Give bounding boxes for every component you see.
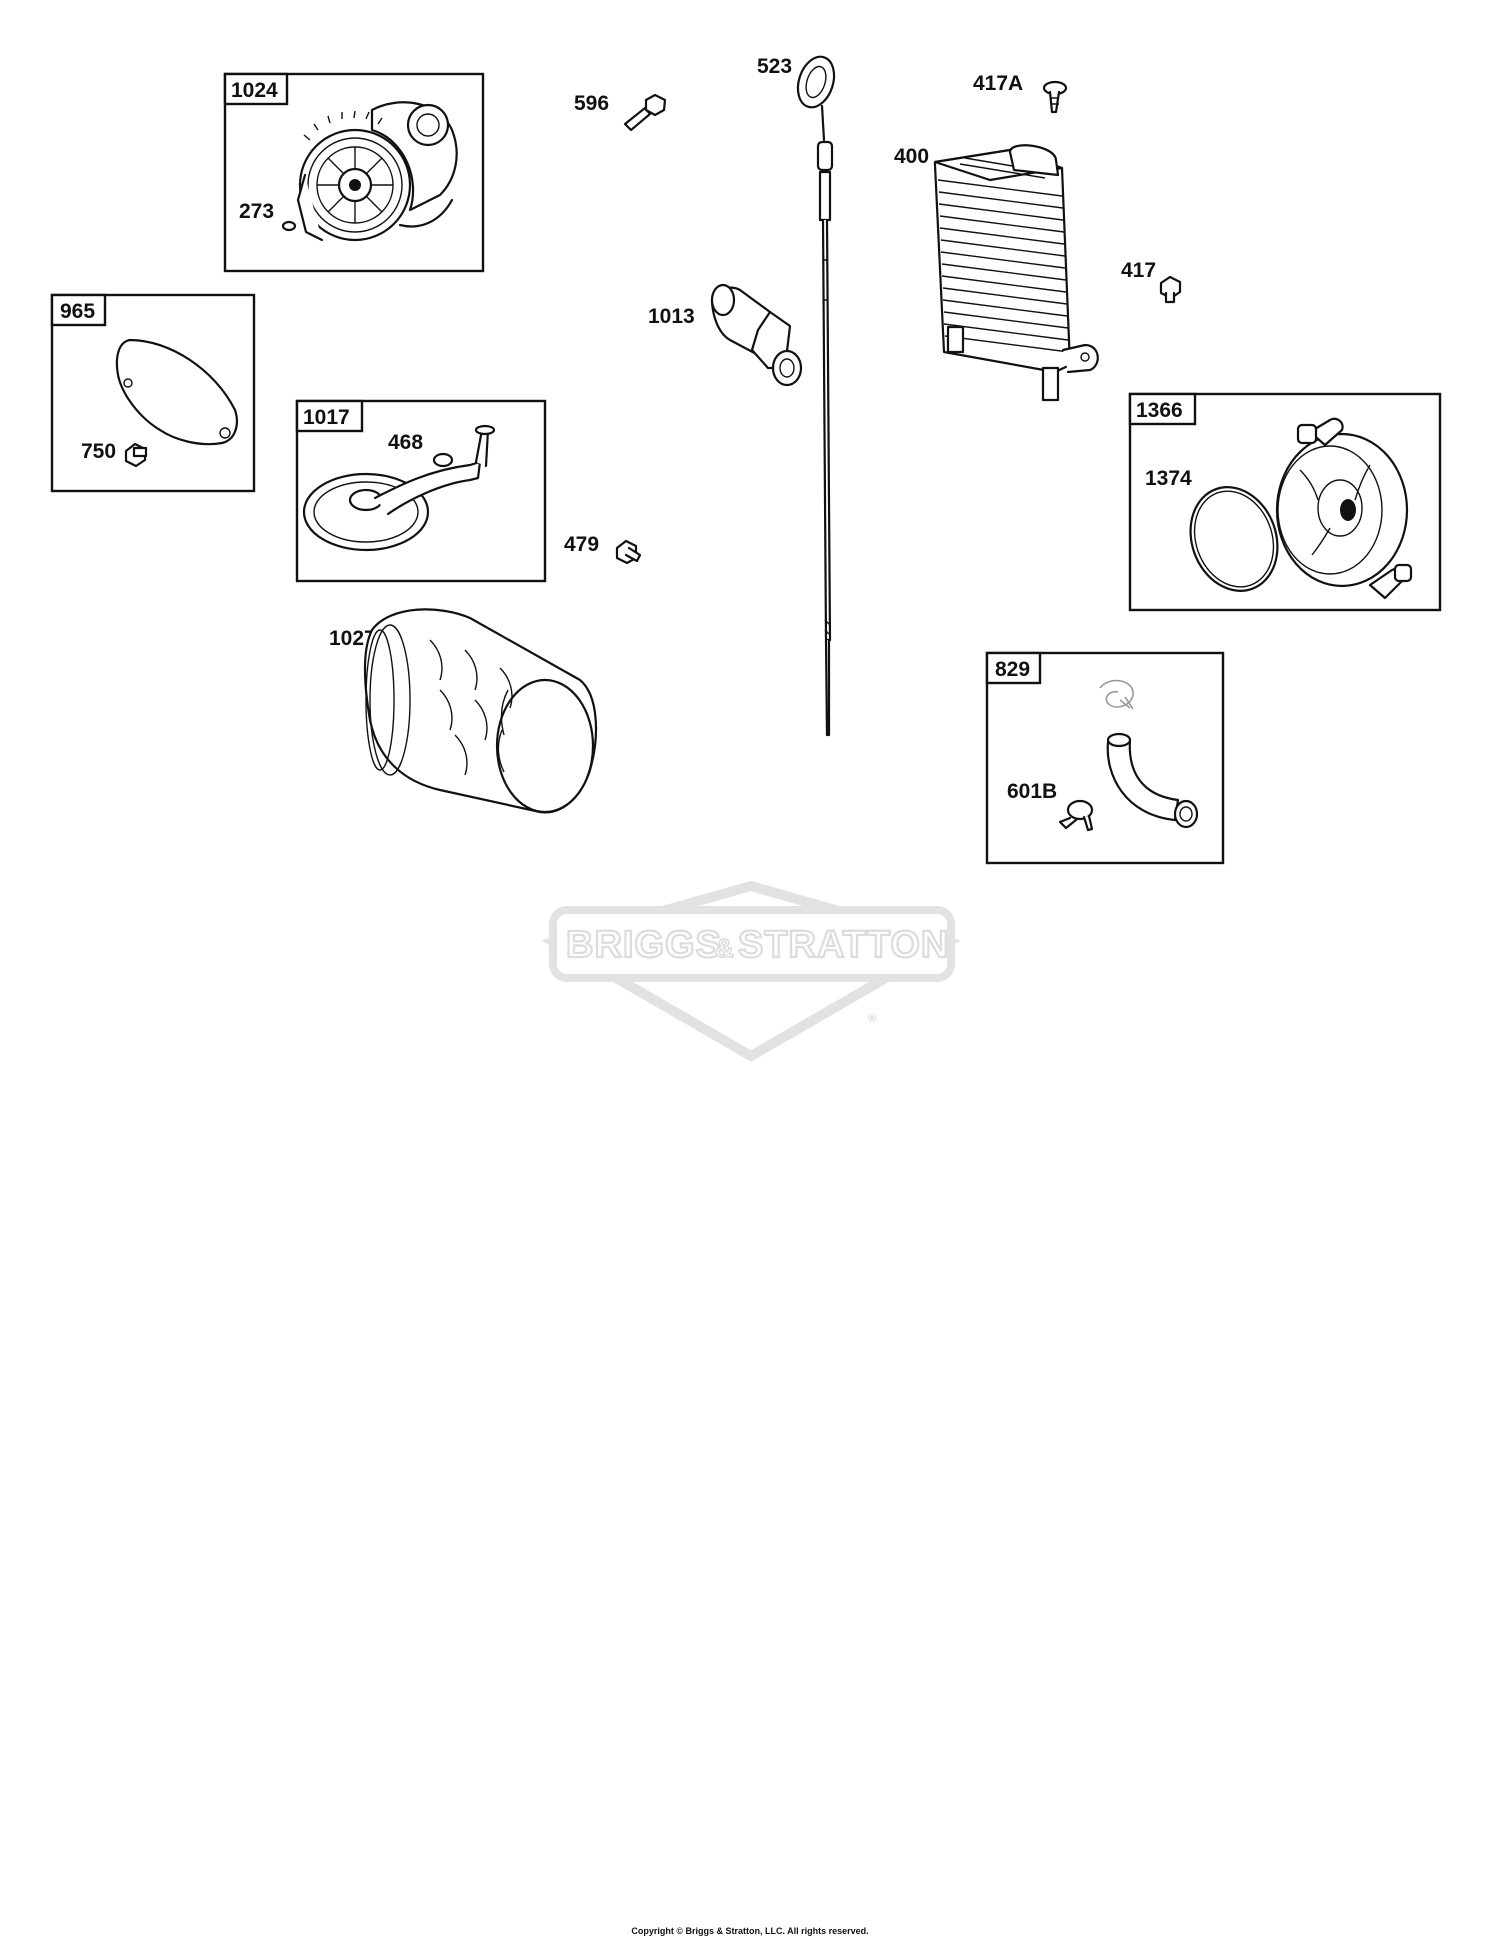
watermark-registered: ® (868, 1013, 876, 1025)
oil-cooler-icon (933, 144, 1099, 402)
box-label-965: 965 (60, 300, 95, 323)
label-417A: 417A (973, 72, 1023, 95)
copyright-footer: Copyright © Briggs & Stratton, LLC. All … (631, 1926, 869, 1936)
oil-pump-icon (296, 101, 458, 242)
gasket-icon (115, 338, 239, 446)
box-label-829: 829 (995, 658, 1030, 681)
o-ring-1374-icon (1189, 486, 1279, 592)
box-label-1024: 1024 (231, 79, 278, 102)
label-1013: 1013 (648, 305, 695, 328)
label-523: 523 (757, 55, 792, 78)
label-601B: 601B (1007, 780, 1057, 803)
watermark-brand-left: BRIGGS (566, 924, 722, 966)
box-1366[interactable]: 1366 1374 (1128, 392, 1442, 612)
oil-filter-icon (363, 608, 598, 814)
label-400: 400 (894, 145, 929, 168)
dipstick-icon (796, 55, 836, 737)
label-479: 479 (564, 533, 599, 556)
bolt-596-icon (623, 93, 667, 132)
brand-watermark: BRIGGS & STRATTON ® (541, 880, 961, 1062)
box-829[interactable]: 829 601B (985, 651, 1225, 865)
bolt-479-icon (615, 539, 642, 565)
oil-pickup-icon (302, 424, 496, 552)
label-750: 750 (81, 440, 116, 463)
box-label-1366: 1366 (1136, 399, 1183, 422)
box-label-1017: 1017 (303, 406, 350, 429)
hose-clamp-ghost-icon (1099, 679, 1134, 710)
watermark-brand-right: STRATTON (738, 924, 949, 966)
o-ring-273-icon (281, 220, 297, 232)
label-596: 596 (574, 92, 609, 115)
watermark-brand-amp: & (715, 933, 734, 963)
label-273: 273 (239, 200, 274, 223)
bolt-417-icon (1159, 275, 1182, 304)
box-965[interactable]: 965 750 (50, 293, 256, 493)
screw-417A-icon (1042, 80, 1068, 114)
cooler-adapter-icon (1275, 417, 1413, 600)
box-1017[interactable]: 1017 468 (295, 399, 547, 583)
oil-fitting-icon (710, 283, 803, 387)
bolt-750-icon (124, 442, 148, 468)
o-ring-468-icon (432, 452, 454, 468)
hose-clamp-601B-icon (1058, 799, 1094, 832)
hose-icon (1106, 732, 1199, 829)
label-468: 468 (388, 431, 423, 454)
label-417: 417 (1121, 259, 1156, 282)
box-1024[interactable]: 1024 273 (223, 72, 485, 273)
label-1374: 1374 (1145, 467, 1192, 490)
label-1027: 1027 (329, 627, 376, 650)
